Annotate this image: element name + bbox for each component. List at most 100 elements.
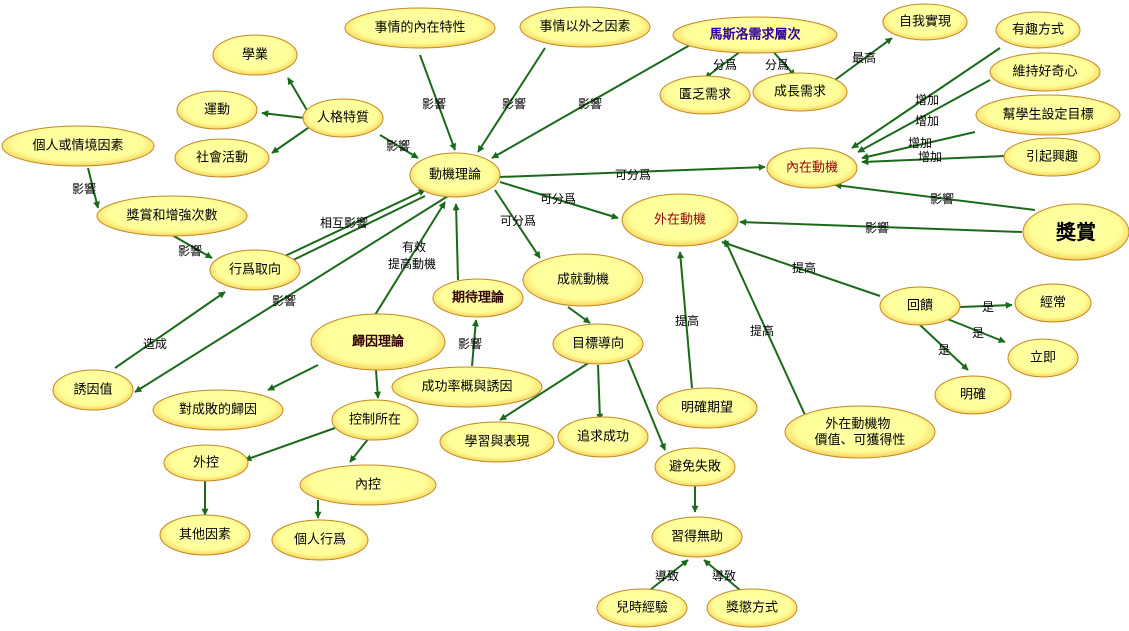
- edge-line: [87, 167, 100, 209]
- node-label: 自我實現: [899, 14, 951, 30]
- node[interactable]: [672, 16, 838, 54]
- node-label: 誘因值: [73, 382, 112, 398]
- edge-label: 相互影響: [320, 215, 368, 230]
- edge-label: 提高動機: [388, 256, 436, 271]
- node-label: 兒時經驗: [616, 601, 668, 616]
- node-label: 成功率概與誘因: [421, 379, 512, 395]
- node-label: 避免失敗: [669, 460, 721, 475]
- node[interactable]: [1007, 338, 1079, 378]
- node[interactable]: [975, 94, 1121, 136]
- node[interactable]: [596, 588, 688, 628]
- node-label: 獎賞: [1055, 220, 1096, 244]
- edge-line: [379, 134, 419, 159]
- node[interactable]: [331, 399, 419, 441]
- node[interactable]: [654, 447, 736, 487]
- node[interactable]: [302, 98, 384, 138]
- node[interactable]: [174, 138, 270, 178]
- edge-line: [171, 234, 213, 259]
- edge-label: 有效: [402, 239, 426, 254]
- node-label-line: 價值、可獲得性: [814, 432, 905, 448]
- edge-label: 提高: [750, 323, 774, 338]
- edge-line: [721, 240, 881, 297]
- node[interactable]: [651, 516, 743, 558]
- edge-label: 是: [938, 343, 950, 357]
- edge-line: [861, 155, 1006, 166]
- node-label: 個人行爲: [294, 533, 346, 548]
- node-label: 個人或情境因素: [32, 139, 123, 154]
- node-label: 動機理論: [429, 167, 481, 183]
- node-label: 內控: [355, 478, 381, 493]
- node[interactable]: [344, 7, 496, 49]
- node-label: 對成敗的歸因: [179, 402, 257, 418]
- node[interactable]: [882, 3, 968, 41]
- node[interactable]: [519, 6, 651, 48]
- edge-label: 可分爲: [540, 192, 576, 206]
- node-label: 學業: [242, 47, 268, 63]
- node[interactable]: [163, 444, 249, 482]
- edge-line: [244, 427, 336, 462]
- node-label: 立即: [1030, 351, 1056, 366]
- edge-label: 影響: [386, 138, 410, 153]
- edge-label: 是: [982, 300, 994, 314]
- node[interactable]: [766, 147, 858, 189]
- node[interactable]: [212, 34, 298, 76]
- node-label: 追求成功: [577, 429, 629, 445]
- edge-line: [851, 47, 1001, 149]
- edge-line: [452, 203, 460, 281]
- edge-label: 影響: [865, 220, 889, 235]
- node[interactable]: [659, 75, 751, 115]
- node-label: 人格特質: [317, 110, 369, 126]
- node[interactable]: [752, 72, 848, 112]
- node[interactable]: [152, 389, 284, 431]
- node[interactable]: [52, 369, 134, 411]
- node[interactable]: [176, 90, 258, 130]
- node-label: 內在動機: [786, 161, 838, 176]
- node[interactable]: [96, 195, 248, 237]
- node-label: 有趣方式: [1012, 22, 1064, 38]
- edge-line: [499, 361, 591, 421]
- node[interactable]: [439, 421, 555, 463]
- node-label: 歸因理論: [352, 334, 405, 350]
- node-label: 行爲取向: [229, 262, 281, 278]
- edge-line: [271, 127, 309, 154]
- node[interactable]: [934, 375, 1012, 415]
- node[interactable]: [159, 514, 251, 556]
- node[interactable]: [989, 52, 1101, 92]
- node[interactable]: [1022, 203, 1129, 261]
- node-label: 習得無助: [671, 529, 723, 545]
- node[interactable]: [1003, 137, 1101, 177]
- node[interactable]: [522, 253, 644, 307]
- edge-label: 分爲: [765, 58, 789, 72]
- edge-label: 分爲: [713, 58, 737, 72]
- node[interactable]: [409, 152, 501, 198]
- edge-label: 增加: [908, 136, 932, 150]
- edge-line: [703, 559, 741, 591]
- node[interactable]: [1, 125, 155, 167]
- edge-label: 是: [972, 326, 984, 340]
- node[interactable]: [310, 313, 446, 371]
- node[interactable]: [552, 323, 644, 365]
- node[interactable]: [784, 405, 936, 459]
- node[interactable]: [621, 193, 739, 247]
- node[interactable]: [1014, 283, 1092, 323]
- node-label: 成長需求: [774, 85, 826, 100]
- edge-line: [944, 317, 1006, 343]
- node[interactable]: [879, 286, 961, 326]
- node[interactable]: [557, 416, 649, 458]
- node-label: 經常: [1040, 296, 1066, 311]
- node-label: 事情的內在特性: [374, 20, 465, 36]
- edge-label: 影響: [930, 191, 954, 206]
- node[interactable]: [995, 11, 1081, 49]
- node[interactable]: [271, 519, 369, 561]
- node[interactable]: [656, 387, 758, 429]
- edge-line: [499, 181, 619, 220]
- node[interactable]: [299, 464, 437, 506]
- node[interactable]: [391, 366, 543, 408]
- edge-line: [567, 306, 591, 324]
- node[interactable]: [209, 249, 301, 291]
- node[interactable]: [432, 278, 524, 318]
- edge-line: [596, 364, 604, 421]
- node[interactable]: [706, 588, 798, 628]
- edge-line: [739, 218, 1023, 233]
- edge-line: [677, 251, 693, 389]
